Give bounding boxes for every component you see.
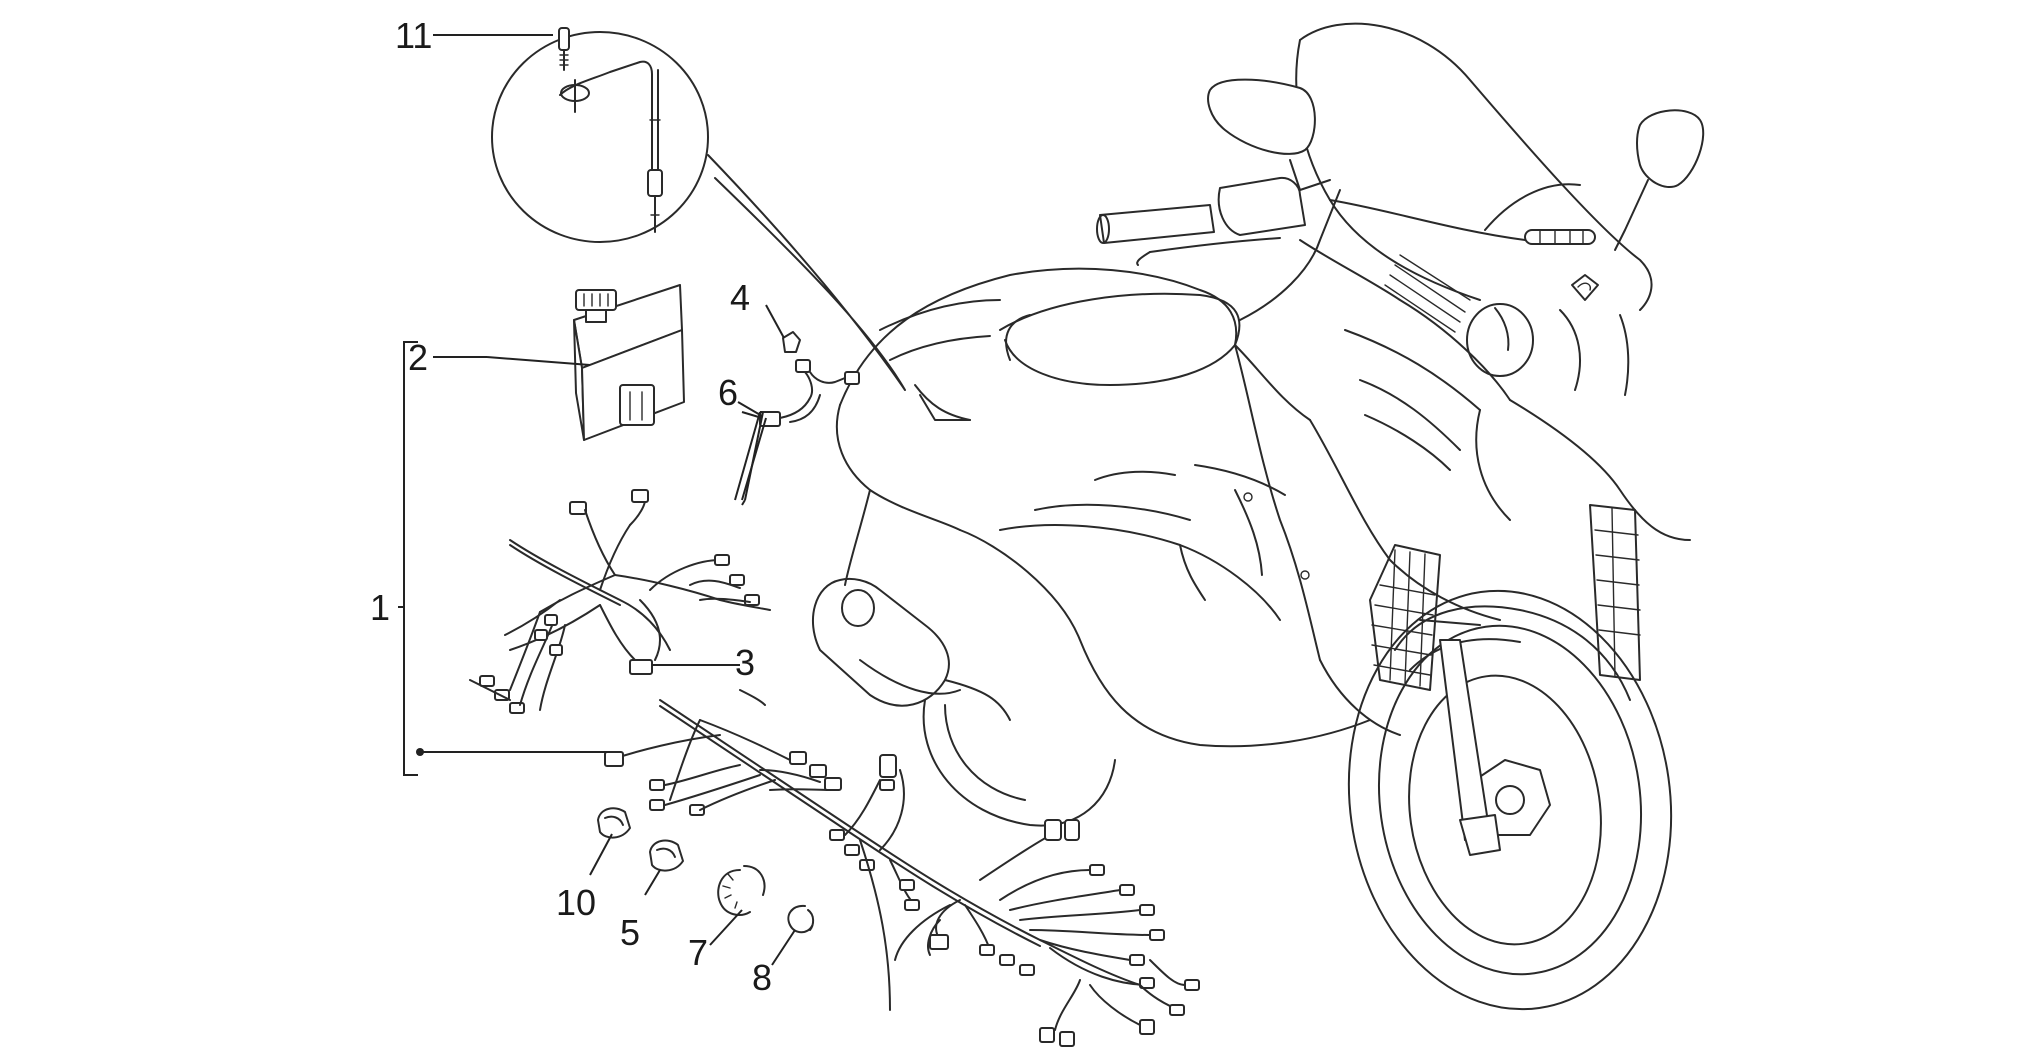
callout-8: 8 <box>752 957 772 998</box>
part-7-band-clamp <box>717 865 766 916</box>
callout-7: 7 <box>688 932 708 973</box>
callout-3: 3 <box>735 642 755 683</box>
part-4-grommet <box>782 331 801 353</box>
part-10-clip <box>597 807 631 839</box>
callout-6: 6 <box>718 372 738 413</box>
ecu-control-unit <box>573 284 685 441</box>
callout-4: 4 <box>730 277 750 318</box>
exhaust-muffler <box>811 577 1011 721</box>
detail-bubble <box>491 27 906 391</box>
scooter-illustration <box>811 22 1705 1011</box>
rear-wheel <box>922 699 1116 827</box>
part-3-harness <box>469 489 771 714</box>
mirror-right <box>1614 109 1705 251</box>
handlebar <box>1096 176 1306 266</box>
leader-lines <box>398 34 796 966</box>
mirror-left <box>1207 78 1331 191</box>
front-wheel <box>1347 589 1673 1011</box>
callout-11: 11 <box>395 15 432 56</box>
part-6-sub-harness <box>759 359 860 427</box>
part-5-clip <box>649 839 684 872</box>
callout-2: 2 <box>408 337 428 378</box>
detail-cable-assembly <box>558 27 663 233</box>
callout-5: 5 <box>620 912 640 953</box>
callout-10: 10 <box>556 882 596 923</box>
front-fork <box>1419 619 1501 856</box>
callout-1: 1 <box>370 587 390 628</box>
part-1-main-harness <box>604 689 1200 1047</box>
part-8-ring-clip <box>787 904 815 934</box>
callout-labels: 11 2 1 3 4 6 10 5 7 8 <box>370 15 772 998</box>
scooter-body <box>835 267 1401 748</box>
